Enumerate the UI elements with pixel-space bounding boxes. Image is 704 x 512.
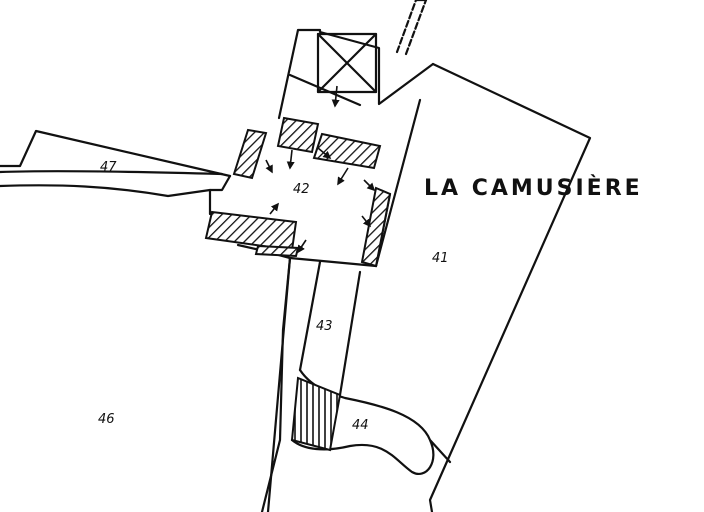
crossed-building bbox=[316, 32, 378, 94]
building-north-1 bbox=[276, 116, 320, 154]
parcel-label-47: 47 bbox=[100, 160, 117, 175]
parcel-46-boundary bbox=[260, 256, 292, 512]
parcel-44-boundary bbox=[290, 368, 452, 475]
parcel-47-boundary bbox=[0, 129, 232, 178]
building-east bbox=[360, 186, 392, 268]
building-north-2 bbox=[312, 132, 382, 170]
access-arrows bbox=[265, 85, 376, 254]
shed-parcel-44 bbox=[290, 376, 342, 452]
building-south bbox=[204, 210, 298, 252]
hatched-buildings bbox=[204, 116, 392, 452]
parcel-label-41: 41 bbox=[432, 251, 449, 266]
parcel-label-43: 43 bbox=[316, 319, 333, 334]
building-south-annex bbox=[254, 244, 300, 258]
parcel-41-boundary bbox=[288, 62, 592, 512]
place-name-label: LA CAMUSIÈRE bbox=[424, 175, 643, 201]
parcel-label-42: 42 bbox=[293, 182, 310, 197]
parcel-label-44: 44 bbox=[352, 418, 369, 433]
building-west-wing bbox=[232, 128, 268, 180]
parcel-42-boundary bbox=[208, 28, 435, 268]
road-north bbox=[395, 0, 428, 56]
parcel-label-46: 46 bbox=[98, 412, 115, 427]
lane-47 bbox=[0, 170, 224, 198]
